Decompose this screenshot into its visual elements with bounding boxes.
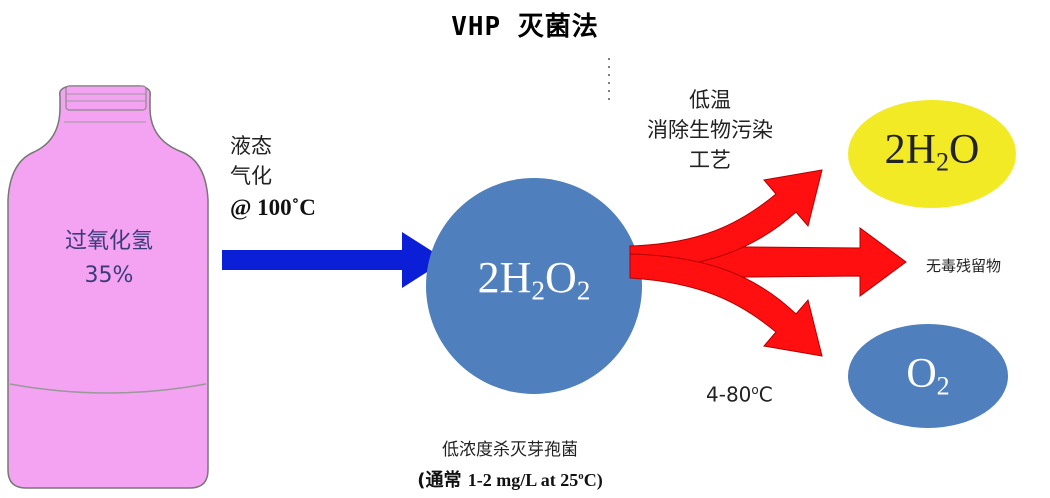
bottle-icon [7, 85, 209, 489]
oxygen-formula: O2 [906, 351, 950, 401]
process-line1: 低温 [689, 88, 731, 112]
page-title: VHP 灭菌法 [451, 12, 599, 42]
process-line3: 工艺 [689, 148, 731, 172]
bottle-cap [65, 85, 147, 111]
water-ellipse [848, 100, 1016, 208]
oxygen-ellipse [848, 324, 1008, 428]
vaporize-temp: @ 100˚C [230, 195, 316, 220]
vaporize-line1: 液态 [230, 134, 272, 158]
bottle-concentration: 35% [84, 263, 134, 288]
lower-red-arrow [629, 253, 823, 357]
bottle-label: 过氧化氢 [64, 229, 153, 254]
residue-label: 无毒残留物 [926, 257, 1002, 275]
h2o2-circle [426, 178, 642, 394]
h2o2-formula: 2H2O2 [477, 253, 591, 306]
process-line2: 消除生物污染 [647, 118, 773, 142]
water-formula: 2H2O [884, 127, 980, 177]
temp-range: 4-80oC [706, 382, 773, 407]
split-arrows [629, 169, 907, 357]
vaporize-line2: 气化 [230, 164, 272, 188]
bottom-line2: (通常 1-2 mg/L at 25oC) [417, 470, 603, 491]
bottom-line1: 低浓度杀灭芽孢菌 [442, 440, 578, 460]
vaporize-arrow [222, 232, 446, 288]
